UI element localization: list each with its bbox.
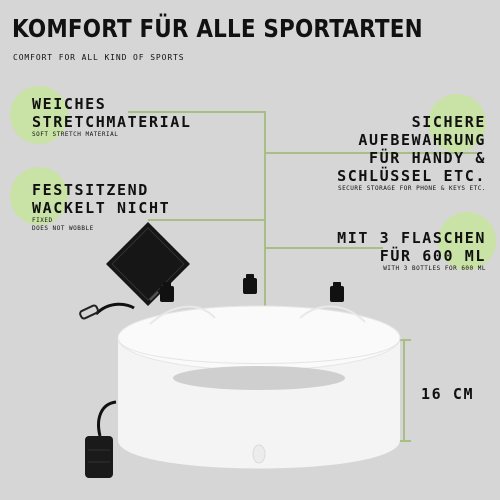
feature-fit-translation-2: DOES NOT WOBBLE — [32, 225, 94, 232]
feature-fit-line-1: FESTSITZEND — [32, 181, 149, 199]
highlight-circle-bottles — [438, 212, 496, 270]
carabiner-cord — [79, 302, 135, 320]
dimension-tick-bottom — [397, 440, 411, 442]
bottle-caps — [160, 274, 344, 302]
feature-fit-line-2: WACKELT NICHT — [32, 199, 171, 217]
highlight-circle-fit — [10, 167, 68, 225]
feature-stretch-line-2: STRETCHMATERIAL — [32, 113, 192, 131]
feature-storage-line-4: SCHLÜSSEL ETC. — [337, 167, 486, 185]
connector-line-bottles — [265, 247, 383, 249]
page-title: KOMFORT FÜR ALLE SPORTARTEN — [12, 14, 423, 43]
dimension-line — [403, 339, 405, 442]
dimension-label: 16 CM — [421, 385, 475, 403]
connector-line-storage — [265, 152, 477, 154]
feature-storage: SICHERE AUFBEWAHRUNG FÜR HANDY & SCHLÜSS… — [337, 113, 486, 193]
dimension-tick-top — [397, 339, 411, 341]
feature-storage-translation: SECURE STORAGE FOR PHONE & KEYS ETC. — [337, 185, 486, 192]
belt-body — [117, 305, 401, 469]
highlight-circle-storage — [428, 94, 486, 152]
feature-storage-line-1: SICHERE — [411, 113, 486, 131]
feature-storage-line-3: FÜR HANDY & — [369, 149, 486, 167]
feature-bottles-line-2: FÜR 600 ML — [379, 247, 486, 265]
feature-fit-translation-1: FIXED — [32, 217, 53, 224]
feature-bottles-line-1: MIT 3 FLASCHEN — [337, 229, 486, 247]
feature-stretch: WEICHES STRETCHMATERIAL SOFT STRETCH MAT… — [32, 95, 191, 139]
feature-storage-line-2: AUFBEWAHRUNG — [358, 131, 486, 149]
feature-fit: FESTSITZEND WACKELT NICHT FIXED DOES NOT… — [32, 181, 170, 233]
feature-stretch-translation: SOFT STRETCH MATERIAL — [32, 131, 119, 138]
zipper-pouch — [106, 222, 190, 306]
highlight-circle-stretch — [10, 86, 68, 144]
feature-stretch-line-1: WEICHES — [32, 95, 107, 113]
feature-bottles-translation: WITH 3 BOTTLES FOR 600 ML — [383, 265, 486, 272]
connector-line-fit — [148, 219, 265, 221]
connector-vertical-line — [264, 111, 266, 408]
page-subtitle: COMFORT FOR ALL KIND OF SPORTS — [13, 53, 185, 62]
feature-bottles: MIT 3 FLASCHEN FÜR 600 ML WITH 3 BOTTLES… — [337, 229, 486, 273]
strap-buckle — [85, 400, 117, 478]
connector-line-stretch — [128, 111, 265, 113]
